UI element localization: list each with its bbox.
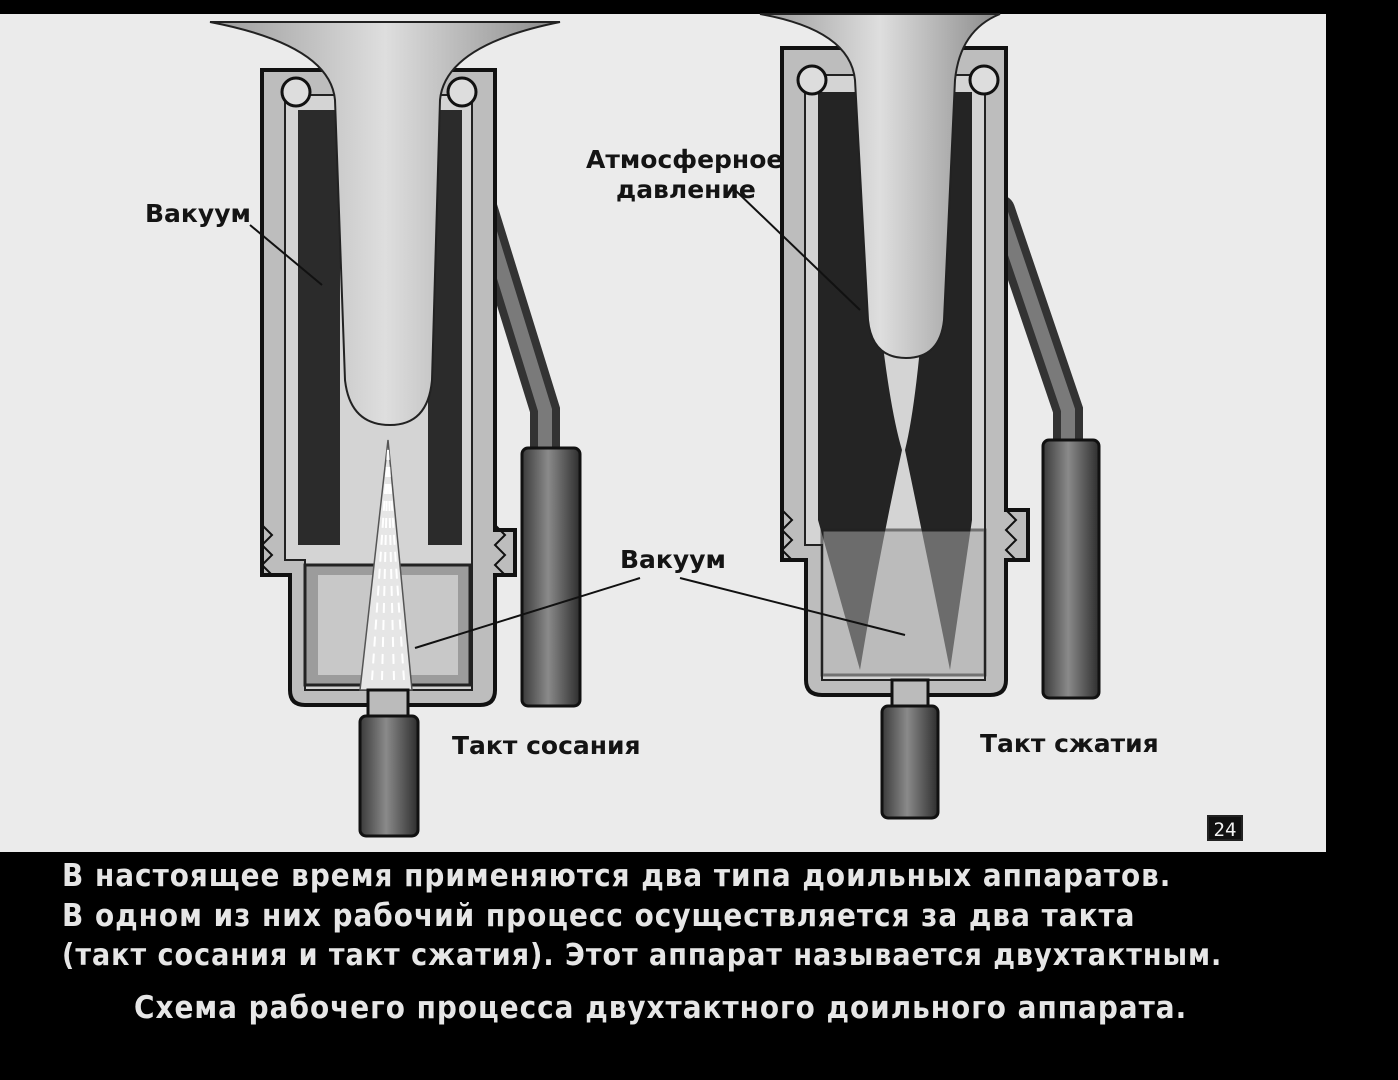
- label-vacuum-mid: Вакуум: [620, 545, 726, 574]
- left-teat-cup: [209, 21, 582, 838]
- right-teat-cup: [759, 13, 1101, 820]
- page-number: 24: [1207, 815, 1243, 841]
- caption-line-1: В настоящее время применяются два типа д…: [62, 858, 1172, 894]
- caption-line-3: (такт сосания и такт сжатия). Этот аппар…: [62, 938, 1223, 973]
- diagram-panel: [0, 14, 1326, 852]
- caption-title: Схема рабочего процесса двухтактного дои…: [134, 990, 1188, 1026]
- label-atmospheric-line2: давление: [616, 175, 756, 204]
- leader-lines: [249, 189, 906, 649]
- label-vacuum-top: Вакуум: [145, 199, 251, 228]
- caption-line-2: В одном из них рабочий процесс осуществл…: [62, 898, 1136, 934]
- label-suction-stroke: Такт сосания: [452, 731, 641, 760]
- label-compression-stroke: Такт сжатия: [980, 729, 1159, 758]
- label-atmospheric-line1: Атмосферное: [586, 145, 783, 174]
